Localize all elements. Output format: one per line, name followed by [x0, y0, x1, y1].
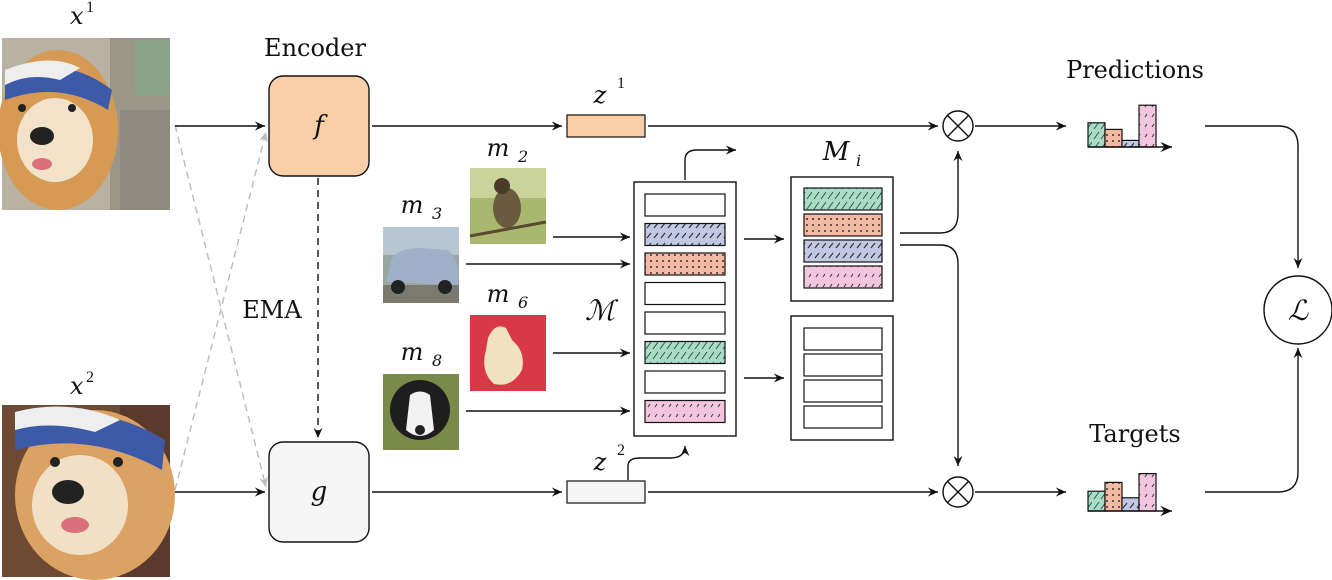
group-slot-empty — [803, 379, 883, 403]
group-slot-empty — [803, 327, 883, 351]
arrow-predictions-to-loss — [1205, 125, 1303, 268]
label-memory: ℳ — [585, 294, 619, 327]
arrow-memory-out — [684, 145, 736, 180]
label-targets: Targets — [1089, 420, 1180, 448]
label-mi: M — [822, 137, 851, 167]
otimes-top — [942, 110, 974, 142]
group-slots — [803, 327, 883, 429]
cross-arrow-x1-to-g — [174, 124, 268, 488]
label-m2-sub: 2 — [517, 147, 528, 166]
histogram-bar-blue — [1121, 497, 1140, 512]
arrow-targets-to-loss — [1205, 348, 1303, 493]
label-z1-sup: 1 — [617, 75, 625, 92]
arrow-z2-to-memory — [627, 445, 690, 480]
label-m8: m — [401, 338, 424, 366]
targets-histogram — [1087, 473, 1172, 517]
label-encoder: Encoder — [264, 34, 366, 62]
image-m8-dog — [383, 374, 459, 450]
memory-slot-empty — [644, 281, 726, 306]
memory-slot-empty — [644, 370, 726, 394]
encoder-f-box — [268, 75, 370, 177]
label-m3: m — [401, 191, 424, 219]
loss-node — [1263, 275, 1332, 345]
group-slot-empty — [803, 353, 883, 377]
label-m8-sub: 8 — [432, 351, 442, 370]
label-x1: x — [70, 2, 84, 30]
predictions-histogram — [1087, 104, 1172, 153]
label-x2-sup: 2 — [86, 369, 94, 386]
memory-slot-pink — [644, 399, 726, 424]
image-m2-bird — [469, 168, 547, 244]
histogram-bar-green — [1087, 490, 1106, 512]
label-x2: x — [70, 372, 84, 400]
mi-slots — [803, 187, 883, 289]
memory-slots — [644, 193, 726, 424]
histogram-bar-salmon — [1104, 128, 1123, 148]
histogram-bar-salmon — [1104, 481, 1123, 512]
image-m3-car — [383, 227, 459, 303]
label-ema: EMA — [242, 296, 302, 324]
z2-box — [566, 480, 646, 504]
memory-slot-empty — [644, 193, 726, 217]
histogram-bar-pink — [1138, 104, 1157, 148]
arrow-mi-to-otimes-bottom — [900, 244, 963, 466]
histogram-bar-green — [1087, 122, 1106, 148]
histogram-bar-pink — [1138, 473, 1157, 512]
label-mi-sub: i — [856, 151, 861, 170]
histogram-bar-blue — [1121, 139, 1140, 148]
memory-slot-green — [644, 340, 726, 365]
memory-bank — [633, 181, 737, 437]
memory-slot-empty — [644, 311, 726, 335]
label-m6-sub: 6 — [518, 293, 528, 312]
mi-slot-blue — [803, 239, 883, 263]
mi-slot-green — [803, 187, 883, 211]
label-m2: m — [487, 134, 510, 162]
z1-box — [566, 114, 646, 138]
otimes-bottom — [942, 476, 974, 508]
group-slot-empty — [803, 405, 883, 429]
label-g: g — [311, 477, 328, 507]
label-predictions: Predictions — [1066, 56, 1204, 84]
mi-slot-salmon — [803, 213, 883, 237]
input-image-x1 — [0, 38, 170, 210]
label-m6: m — [487, 280, 510, 308]
input-image-x2 — [2, 405, 175, 580]
label-m3-sub: 3 — [432, 204, 442, 223]
memory-slot-salmon — [644, 252, 726, 276]
memory-slot-blue — [644, 222, 726, 247]
cross-arrow-x2-to-f — [174, 131, 268, 491]
label-z2-sup: 2 — [617, 442, 625, 459]
label-x1-sup: 1 — [86, 0, 94, 16]
arrow-mi-to-otimes-top — [900, 151, 963, 234]
mi-slot-pink — [803, 265, 883, 289]
label-loss: ℒ — [1288, 294, 1309, 327]
encoder-g-box — [268, 441, 370, 543]
image-m6-object — [470, 315, 546, 391]
label-z2: z — [593, 448, 607, 476]
label-z1: z — [593, 81, 607, 109]
